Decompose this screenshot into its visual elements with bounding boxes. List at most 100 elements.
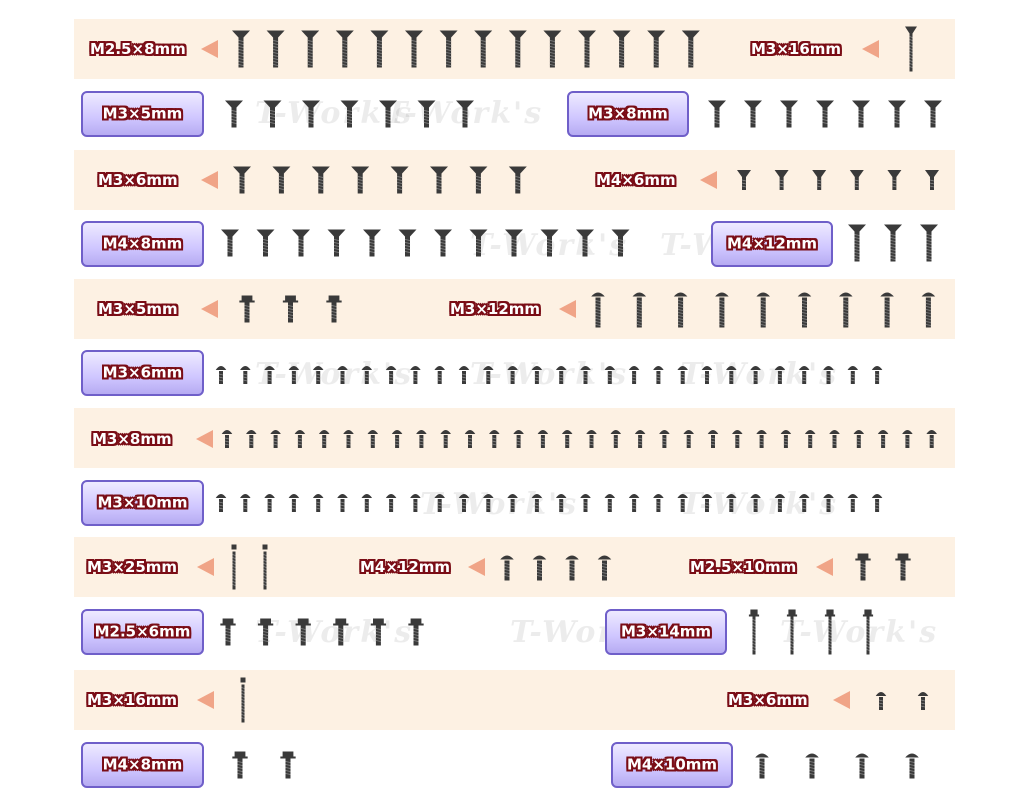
screw-icon [829, 430, 840, 448]
screw-icon [221, 229, 239, 257]
screw-icon [555, 366, 567, 384]
screw-icon [780, 430, 792, 448]
screw-icon [292, 229, 310, 257]
screw-icon [774, 366, 786, 384]
size-label-box: M3×5mm [81, 91, 204, 137]
screw-icon [458, 366, 470, 384]
screw-icon [543, 30, 562, 68]
screw-icon [855, 553, 871, 581]
screw-icon [469, 166, 488, 194]
screw-icon [272, 166, 291, 194]
screw-icon [580, 494, 591, 512]
screw-icon [578, 30, 596, 68]
screw-icon [887, 170, 902, 190]
screw-icon [849, 170, 864, 190]
pointer-arrow [201, 171, 218, 189]
screw-icon [221, 430, 233, 448]
screw-icon [611, 229, 630, 257]
screw-icon [726, 494, 737, 512]
screw-icon [351, 166, 370, 194]
screw-icon [737, 170, 751, 190]
pointer-arrow [833, 691, 850, 709]
screw-icon [225, 100, 243, 128]
screw-icon [798, 366, 810, 384]
screw-icon [707, 430, 719, 448]
screw-icon [464, 430, 476, 448]
size-label: M4×8mm [102, 755, 183, 774]
size-label-box: M3×10mm [81, 480, 204, 526]
screw-icon [410, 494, 421, 512]
screw-icon [417, 100, 436, 128]
screw-icon [880, 292, 894, 328]
screw-icon [871, 494, 883, 512]
screw-icon [755, 753, 769, 779]
screw-icon [847, 494, 859, 512]
size-label: M3×8mm [588, 104, 668, 123]
size-label: M2.5×8mm [90, 40, 186, 58]
screw-icon [531, 494, 543, 512]
screw-icon [805, 753, 819, 779]
screw-icon [361, 366, 373, 384]
screw-icon [786, 609, 798, 655]
screw-icon [673, 292, 688, 328]
pointer-arrow [201, 300, 218, 318]
screw-icon [647, 30, 666, 68]
screw-icon [232, 751, 248, 779]
screw-icon [576, 229, 594, 257]
row-band [74, 19, 955, 79]
screw-icon [239, 295, 255, 323]
pointer-arrow [700, 171, 717, 189]
screw-icon [580, 366, 591, 384]
screw-icon [508, 166, 527, 194]
screw-icon [483, 494, 494, 512]
screw-icon [726, 366, 737, 384]
screw-icon [604, 366, 616, 384]
screw-icon [634, 430, 646, 448]
screw-icon [632, 292, 647, 328]
watermark: T-Work's [255, 357, 414, 392]
screw-icon [597, 555, 612, 581]
screw-icon [586, 430, 597, 448]
screw-icon [628, 494, 640, 512]
screw-icon [905, 753, 919, 779]
screw-icon [264, 494, 275, 512]
screw-icon [708, 100, 726, 128]
screw-icon [926, 430, 937, 448]
screw-icon [361, 494, 373, 512]
screw-icon [852, 100, 870, 128]
screw-icon [340, 100, 359, 128]
size-label-box: M4×8mm [81, 742, 204, 788]
screw-icon [853, 430, 865, 448]
pointer-arrow [862, 40, 879, 58]
pointer-arrow [201, 40, 218, 58]
screw-icon [335, 30, 354, 68]
screw-icon [875, 692, 887, 710]
screw-icon [610, 430, 622, 448]
screw-icon [701, 366, 713, 384]
screw-icon [257, 618, 274, 646]
size-label: M3×5mm [102, 104, 183, 123]
screw-icon [924, 100, 942, 128]
screw-icon [780, 100, 798, 128]
screw-icon [677, 366, 688, 384]
screw-icon [264, 366, 275, 384]
screw-icon [326, 295, 342, 323]
screw-icon [823, 494, 834, 512]
size-label-box: M3×6mm [81, 350, 204, 396]
screw-icon [312, 494, 324, 512]
screw-icon [318, 430, 330, 448]
size-label-box: M3×8mm [567, 91, 689, 137]
row-band [74, 150, 955, 210]
screw-icon [561, 430, 573, 448]
screw-icon [262, 544, 268, 590]
screw-icon [744, 100, 762, 128]
screw-icon [337, 366, 348, 384]
screw-icon [847, 366, 859, 384]
screw-icon [862, 609, 874, 655]
screw-icon [824, 609, 836, 655]
watermark: T-Work's [470, 357, 629, 392]
screw-icon [513, 430, 524, 448]
screw-icon [507, 494, 518, 512]
